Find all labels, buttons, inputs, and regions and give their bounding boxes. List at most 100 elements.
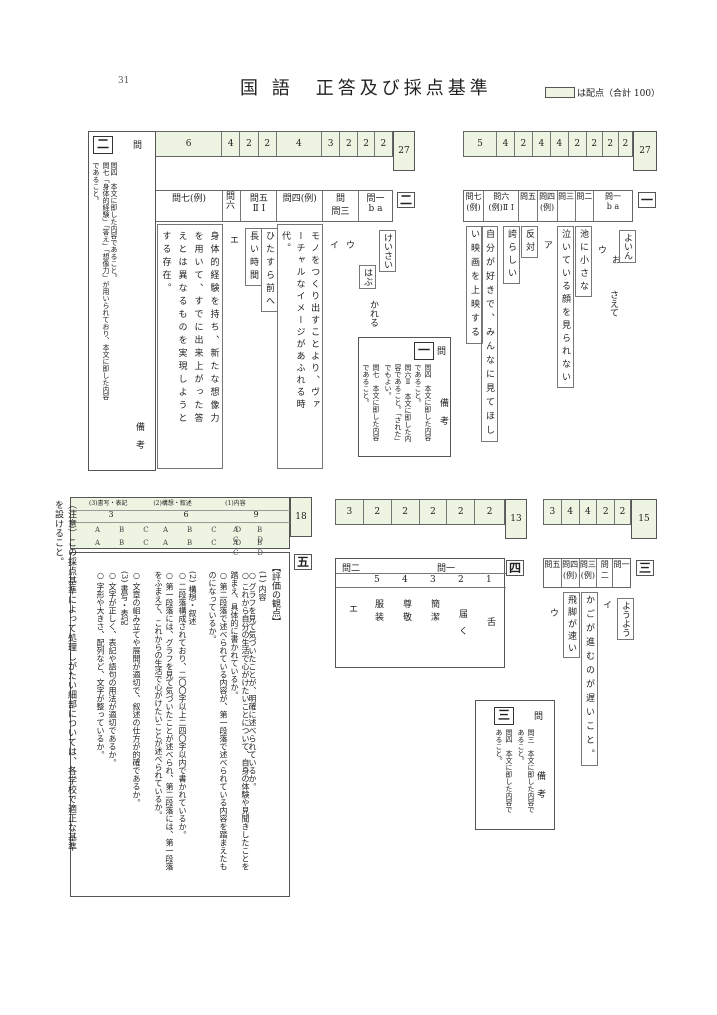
sec2-q6-label: 問六 (223, 191, 242, 221)
sec5-heads: (3)書写・表記 (2)構想・叙述 (1)内容 (71, 498, 291, 511)
sec5-head: (1)内容 (225, 500, 246, 507)
sec2-q7-line: えとは異なるものを実現しようと (176, 231, 187, 426)
legend-swatch (545, 87, 575, 98)
sec2-point: 4 (222, 132, 241, 156)
sec3-marker: 三 (636, 560, 654, 576)
sec4-point: 2 (392, 500, 420, 524)
sec2-marker: 二 (397, 192, 415, 208)
notice: （注意）この採点基準によって処理しがたい細部については、各学校で適正な基準を設け… (53, 500, 76, 852)
note2-line: 問七「身体的経験」「答え」「想像力」が用いられており、本文に即した内容であること… (92, 162, 110, 400)
sec1-q6-ii-answer: 誇らしい (503, 226, 520, 284)
note3-header: 問 (534, 712, 544, 722)
sec1-q2-answer: お (610, 255, 620, 264)
sec3-point: 4 (580, 500, 598, 524)
sec2-q3-1-answer: ウ (344, 240, 354, 249)
sec5-abc-row: A B C D (163, 526, 248, 534)
sec5-abc-row: A B C (95, 526, 155, 534)
sec5-criteria-title: 【評価の観点】 (270, 563, 280, 626)
legend-text: は配点（合計 100） (577, 89, 661, 99)
sec2-q3-2-answer: イ (328, 240, 338, 249)
sec5-point: 6 (183, 510, 189, 519)
sec5-criteria-item: ○ 文字が正しく、表記や語句の用法が適切であるか。 (108, 571, 117, 767)
sec4-total: 13 (505, 499, 527, 539)
note1-header: 問 (437, 347, 447, 357)
sec1-marker: 一 (638, 192, 656, 208)
sec3-points-row: 3 4 4 2 2 (543, 499, 631, 525)
sec2-point: 2 (259, 132, 277, 156)
note3-box: 三 問 備 考 問三 本文に即した内容であること。 問四 本文に即した内容である… (475, 700, 555, 830)
sec2-q4-label: 問四(例) (277, 191, 324, 221)
legend: は配点（合計 100） (545, 86, 660, 99)
sec1-q7-label: 問七(例) (464, 191, 485, 221)
sec2-point: 4 (277, 132, 322, 156)
sec2-q7-answer: 身体的経験を持ち、新たな想像力 を用いて、すでに出来上がった答 えとは異なるもの… (157, 224, 223, 469)
sec2-total: 27 (393, 131, 415, 171)
note3-line: 問四 本文に即した内容であること。 (495, 729, 513, 813)
note1-col2: 備 考 (438, 398, 448, 425)
sec4-q1-3-answer: 簡潔 (429, 599, 439, 625)
sec5-total: 18 (290, 497, 312, 537)
sec5-criteria-item: (3) 書写・表記 (120, 571, 129, 625)
sec2-q4-answer: モノをつくり出すことより、ヴァ ーチャルなイメージがあふれる時 代。 (277, 224, 323, 469)
sec5-criteria-item: (2) 構想・叙述 (188, 571, 197, 625)
sec3-q1-label: 問一 (613, 560, 630, 569)
note1-marker: 一 (414, 342, 434, 360)
note3-col2: 備 考 (535, 771, 545, 798)
sec1-point: 4 (533, 132, 551, 156)
sec2-q7-label: 問七(例) (156, 191, 223, 221)
sec1-point: 2 (515, 132, 533, 156)
sec1-q3-label: 問三 (558, 191, 576, 221)
page-title: 国 語 正答及び採点基準 (240, 78, 492, 99)
sec1-q6-i-answer: 反対 (521, 226, 538, 258)
sec1-q5-label: 問五 (519, 191, 538, 221)
sec4-q2-answer: エ (347, 604, 357, 613)
sec5-marker: 五 (294, 554, 312, 570)
sec2-point: 2 (240, 132, 259, 156)
sec5-point: 9 (253, 510, 259, 519)
sec4-q1-2-answer: 届く (457, 609, 467, 643)
sec2-point: 2 (380, 139, 387, 149)
sec3-answer-area: 問五 問四(例) 問三(例) 問二 問一 ウ 飛脚が速い かごが進むのが遅いこと… (543, 558, 634, 818)
sec4-point: 3 (336, 500, 364, 524)
sec4-sub: 2 (458, 575, 464, 585)
sec4-sub: 5 (374, 575, 380, 585)
sec3-q3-answer: かごが進むのが遅いこと。 (581, 592, 598, 766)
note3-marker: 三 (494, 707, 514, 725)
sec1-q3-answer: ウ (596, 245, 606, 254)
sec5-criteria-box: 【評価の観点】 (1) 内容 ○ グラフを見て気づいたことが、明確に述べられてい… (70, 552, 290, 897)
sec4-q1-5-answer: 服装 (373, 599, 383, 625)
sec3-q2-label: 問二 (597, 559, 614, 587)
sec3-q2-answer: イ (601, 600, 611, 609)
sec2-q7-line: を用いて、すでに出来上がった答 (192, 231, 203, 426)
sec2-q1b-answer: かれる (368, 300, 378, 327)
sec5-criteria-item: ○ 第一段落には、グラフを見て気づいたことが述べられ、第二段落には、第一段落をふ… (154, 571, 174, 871)
sec1-total: 27 (633, 131, 657, 171)
sec1-q1a-answer: よいん (619, 230, 636, 263)
sec5-criteria-item: (1) 内容 (258, 571, 267, 601)
note2-line: 問四 本文に即した内容であること。 (110, 162, 118, 281)
sec5-criteria-item: ○ 第二段落で述べられている内容が、第一段落で述べられている内容を踏まえたものに… (208, 571, 228, 871)
sec1-q4-answer-b: 池に小さな (575, 226, 592, 297)
sec5-head: (3)書写・表記 (89, 500, 128, 507)
sec3-q5-answer: ウ (548, 608, 558, 617)
page-number: 31 (118, 76, 130, 86)
sec2-q2-answer: はぶ (359, 265, 376, 289)
sec2-q1a-answer: けいさい (379, 230, 396, 272)
sec5-abc-row: A B C D (233, 526, 282, 544)
sec1-point: 2 (603, 132, 619, 156)
sec2-q7-line: する存在。 (160, 231, 171, 296)
sec4-point: 2 (486, 507, 493, 517)
sec4-answer-area: 問二 問一 5 4 3 2 1 エ 服装 尊敬 簡潔 届く 舌 (335, 558, 506, 668)
sec3-point: 2 (597, 500, 616, 524)
note1-line: 問七 本文に即した内容であること。 (362, 364, 380, 441)
sec3-point: 4 (562, 500, 580, 524)
sec4-q1-1-answer: 舌 (485, 617, 495, 626)
sec4-sub: 3 (430, 575, 436, 585)
sec1-points-row: 5 4 2 4 4 2 2 2 2 (463, 131, 633, 157)
sec3-q1-answer: ようよう (617, 598, 634, 640)
sec1-q6-label: 問六(例)Ⅱ Ⅰ (484, 191, 520, 221)
